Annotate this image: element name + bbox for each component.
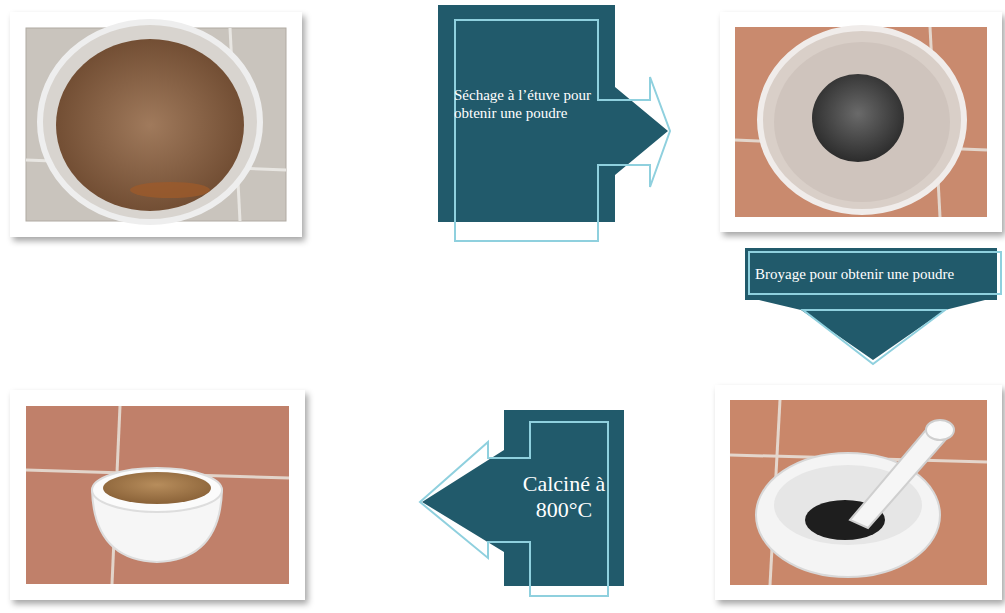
- photo-dried-powder: [720, 12, 1002, 232]
- arrow-step-box: Séchage à l’étuve pour obtenir une poudr…: [438, 5, 670, 241]
- photo-liquid: [10, 12, 302, 237]
- arrow-outline: [749, 252, 1001, 364]
- step-text-area: Broyage pour obtenir une poudre: [755, 265, 991, 283]
- photo-calcined-powder: [10, 390, 305, 600]
- arrow-shape: [438, 5, 670, 241]
- arrow-outline: [455, 20, 670, 241]
- step-label: Calciné à 800°C: [506, 471, 622, 524]
- arrow-fill: [422, 410, 624, 586]
- arrow-shape: [418, 410, 630, 598]
- photo-mortar-pestle: [715, 385, 1002, 600]
- step-label: Séchage à l’étuve pour obtenir une poudr…: [454, 86, 594, 122]
- step-label: Broyage pour obtenir une poudre: [755, 265, 991, 283]
- arrow-fill: [745, 248, 997, 360]
- arrow-fill: [438, 5, 668, 222]
- arrow-step-box: Broyage pour obtenir une poudre: [745, 248, 1003, 366]
- arrow-shape: [745, 248, 1003, 366]
- step-text-area: Séchage à l’étuve pour obtenir une poudr…: [454, 86, 594, 122]
- arrow-step-box: Calciné à 800°C: [418, 410, 630, 598]
- step-text-area: Calciné à 800°C: [506, 471, 622, 524]
